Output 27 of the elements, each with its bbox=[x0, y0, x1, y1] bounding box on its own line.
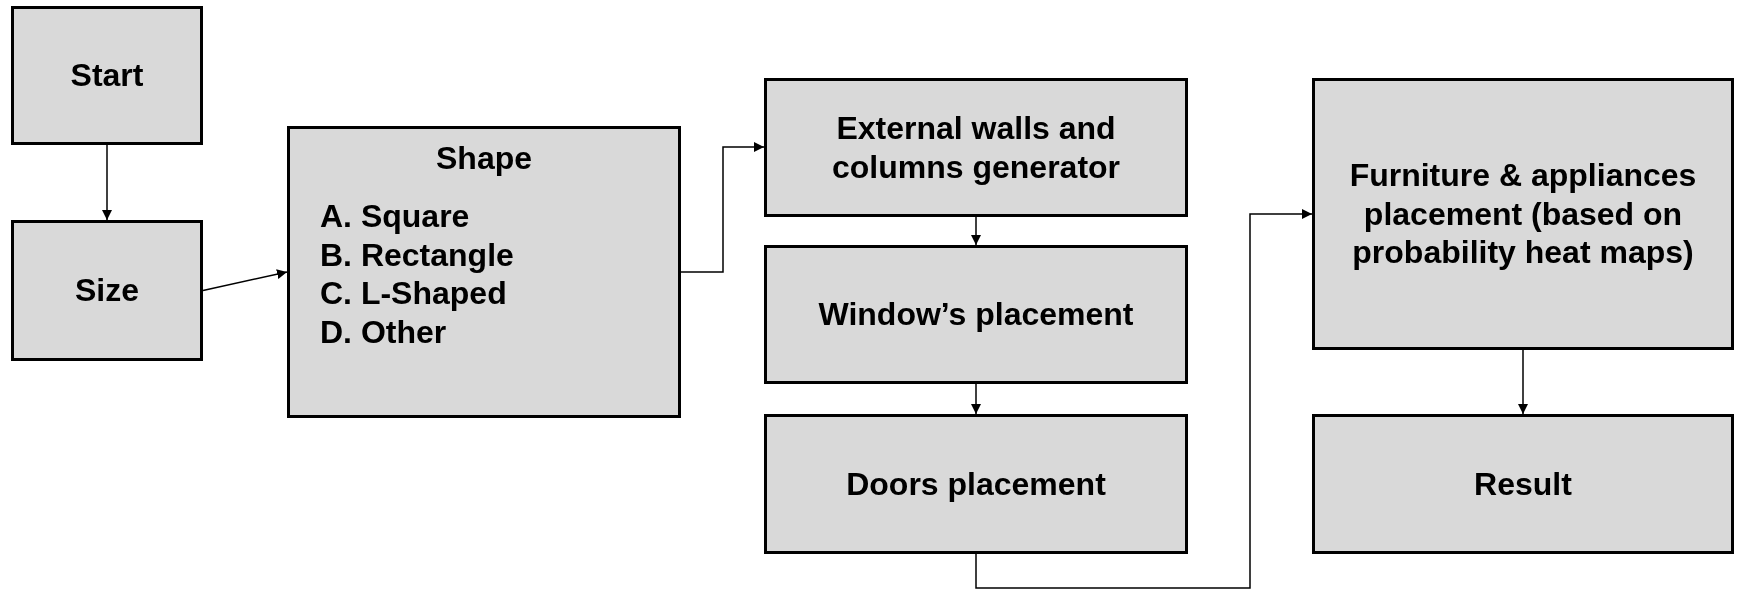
process-box bbox=[764, 414, 1188, 554]
box-title: Start bbox=[70, 56, 144, 95]
list-item: B. Rectangle bbox=[320, 235, 514, 275]
box-title: Shape bbox=[436, 139, 532, 178]
arrow bbox=[971, 216, 981, 246]
process-box bbox=[11, 6, 203, 145]
list-item: C. L-Shaped bbox=[320, 274, 507, 313]
process-box bbox=[1312, 78, 1734, 350]
arrow bbox=[202, 269, 288, 292]
process-box bbox=[764, 245, 1188, 384]
box-title: Doors placement bbox=[846, 464, 1106, 504]
arrow bbox=[1518, 349, 1528, 415]
box-title: Size bbox=[75, 271, 139, 310]
process-box bbox=[287, 126, 681, 418]
process-box bbox=[11, 220, 203, 361]
arrow bbox=[975, 209, 1313, 589]
arrow bbox=[971, 383, 981, 415]
arrow bbox=[102, 144, 112, 221]
list-item: A. Square bbox=[320, 197, 470, 236]
box-title: Result bbox=[1474, 464, 1572, 504]
process-box bbox=[1312, 414, 1734, 554]
process-box bbox=[764, 78, 1188, 217]
box-title: External walls and columns generator bbox=[830, 109, 1122, 186]
box-title: Window’s placement bbox=[818, 295, 1134, 334]
list-item: D. Other bbox=[320, 312, 447, 351]
arrow bbox=[680, 142, 765, 273]
box-title: Furniture & appliances placement (based on probability heat maps) bbox=[1348, 156, 1698, 272]
